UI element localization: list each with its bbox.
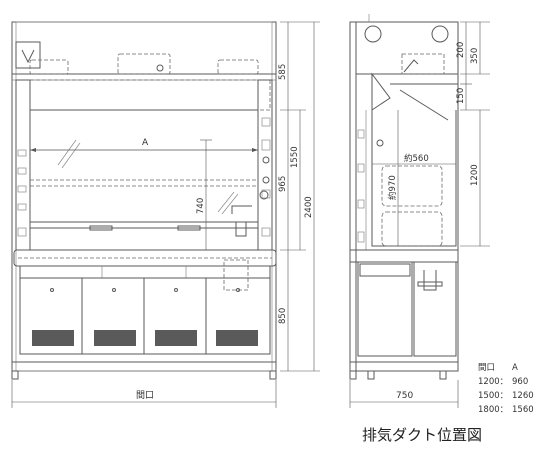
dim-label-1200: 1200	[470, 164, 480, 186]
dim-label-965: 965	[278, 176, 288, 192]
dim-label-height-970: 約970	[387, 175, 398, 200]
duct-outlet	[117, 53, 171, 75]
dim-label-740: 740	[196, 198, 206, 214]
table-row-a: 1560	[512, 405, 534, 415]
dim-label-350: 350	[470, 48, 480, 64]
side-view	[349, 14, 490, 408]
dim-label-750: 750	[396, 391, 413, 401]
dim-label-opening: 間口	[136, 390, 154, 401]
side-outer-frame	[349, 21, 459, 372]
table-row-size: 1200：	[478, 377, 508, 387]
table-row-size: 1500：	[478, 391, 508, 401]
dim-label-150: 150	[456, 88, 466, 104]
dim-label-850: 850	[278, 308, 288, 324]
dim-label-depth-560: 約560	[404, 153, 429, 164]
front-view	[11, 21, 320, 408]
table-row-a: 960	[512, 377, 528, 387]
table-header-left: 間口	[478, 363, 495, 373]
dim-label-1550: 1550	[290, 146, 300, 168]
dim-label-585: 585	[278, 64, 288, 80]
dim-label-2400: 2400	[304, 196, 314, 218]
table-row-size: 1800：	[478, 405, 508, 415]
table-header-right: A	[512, 363, 518, 373]
sash-window	[29, 109, 259, 229]
dim-label-a: A	[142, 138, 149, 148]
figure-caption: 排気ダクト位置図	[362, 426, 482, 444]
dim-label-200: 200	[456, 42, 466, 58]
base-cabinets	[12, 277, 276, 363]
table-row-a: 1260	[512, 391, 534, 401]
size-table: 間口 A 1200： 960 1500： 1260 1800： 1560	[478, 363, 534, 415]
exhaust-fan-box	[15, 41, 41, 69]
